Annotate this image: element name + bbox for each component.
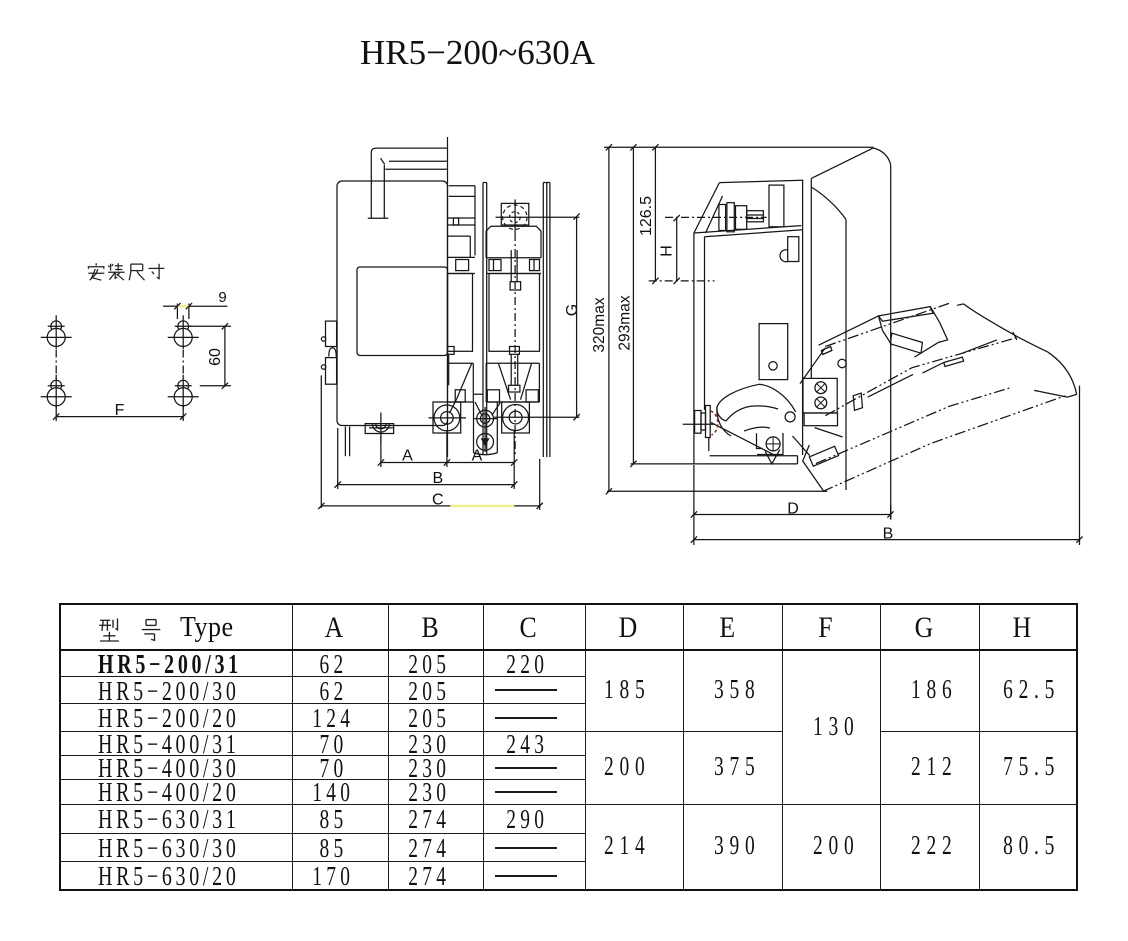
svg-text:F: F (115, 402, 125, 419)
svg-text:H: H (659, 245, 676, 257)
svg-text:A: A (472, 448, 483, 465)
svg-text:320max: 320max (591, 297, 608, 352)
svg-text:D: D (787, 501, 799, 518)
svg-text:G: G (564, 304, 581, 316)
svg-text:C: C (432, 492, 444, 509)
svg-text:293max: 293max (617, 295, 634, 350)
svg-text:B: B (432, 470, 443, 487)
svg-text:A: A (402, 448, 413, 465)
svg-text:126.5: 126.5 (638, 196, 655, 236)
svg-text:60: 60 (207, 348, 224, 366)
svg-text:9: 9 (218, 289, 226, 306)
svg-text:B: B (883, 526, 894, 543)
